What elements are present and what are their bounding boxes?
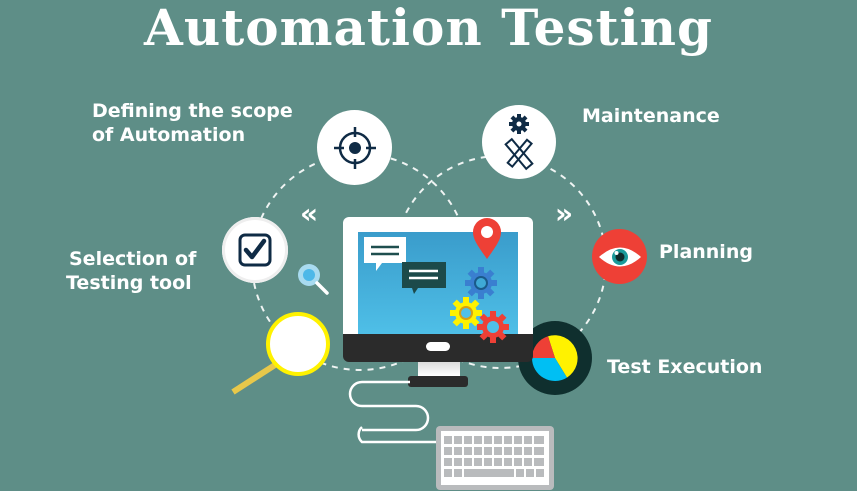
target-bubble (317, 110, 392, 185)
label-maintenance: Maintenance (582, 104, 720, 128)
gear-red-icon (477, 311, 509, 343)
label-line: Test Execution (607, 356, 763, 378)
label-line: Planning (659, 241, 753, 263)
chat-bubble-dark-icon (402, 262, 446, 294)
monitor-neck (418, 362, 460, 376)
small-magnifier-icon (298, 264, 329, 295)
pie-bubble (518, 321, 592, 395)
gear-blue-icon (465, 267, 497, 299)
keyboard-cable (348, 380, 430, 432)
keyboard-cable-lower (357, 426, 440, 444)
monitor-button (426, 342, 450, 351)
checkbox-icon (238, 233, 272, 267)
label-selection-tool: Selection of Testing tool (66, 247, 196, 295)
chevron-right-icon: » (555, 197, 574, 230)
monitor-stand (408, 376, 468, 387)
chevron-left-icon: « (300, 197, 319, 230)
location-pin-icon (473, 218, 501, 259)
label-defining-scope: Defining the scope of Automation (92, 99, 293, 147)
page-title: Automation Testing (144, 0, 713, 57)
label-line: Testing tool (66, 272, 192, 294)
gear-tools-icon (504, 114, 534, 171)
maintenance-bubble (482, 105, 556, 179)
magnifying-glass-icon (231, 312, 330, 395)
label-line: of Automation (92, 124, 246, 146)
label-line: Selection of (69, 248, 197, 270)
label-line: Maintenance (582, 105, 720, 127)
chat-bubble-white-icon (364, 237, 406, 271)
target-icon (333, 126, 376, 169)
eye-bubble (592, 229, 647, 284)
pie-chart-icon (532, 335, 578, 381)
keyboard-icon (436, 426, 554, 490)
label-test-execution: Test Execution (607, 355, 762, 379)
eye-icon (598, 247, 641, 266)
label-planning: Planning (659, 240, 753, 264)
label-line: Defining the scope (92, 100, 293, 122)
checkbox-bubble (222, 217, 288, 283)
gear-yellow-icon (450, 297, 482, 329)
